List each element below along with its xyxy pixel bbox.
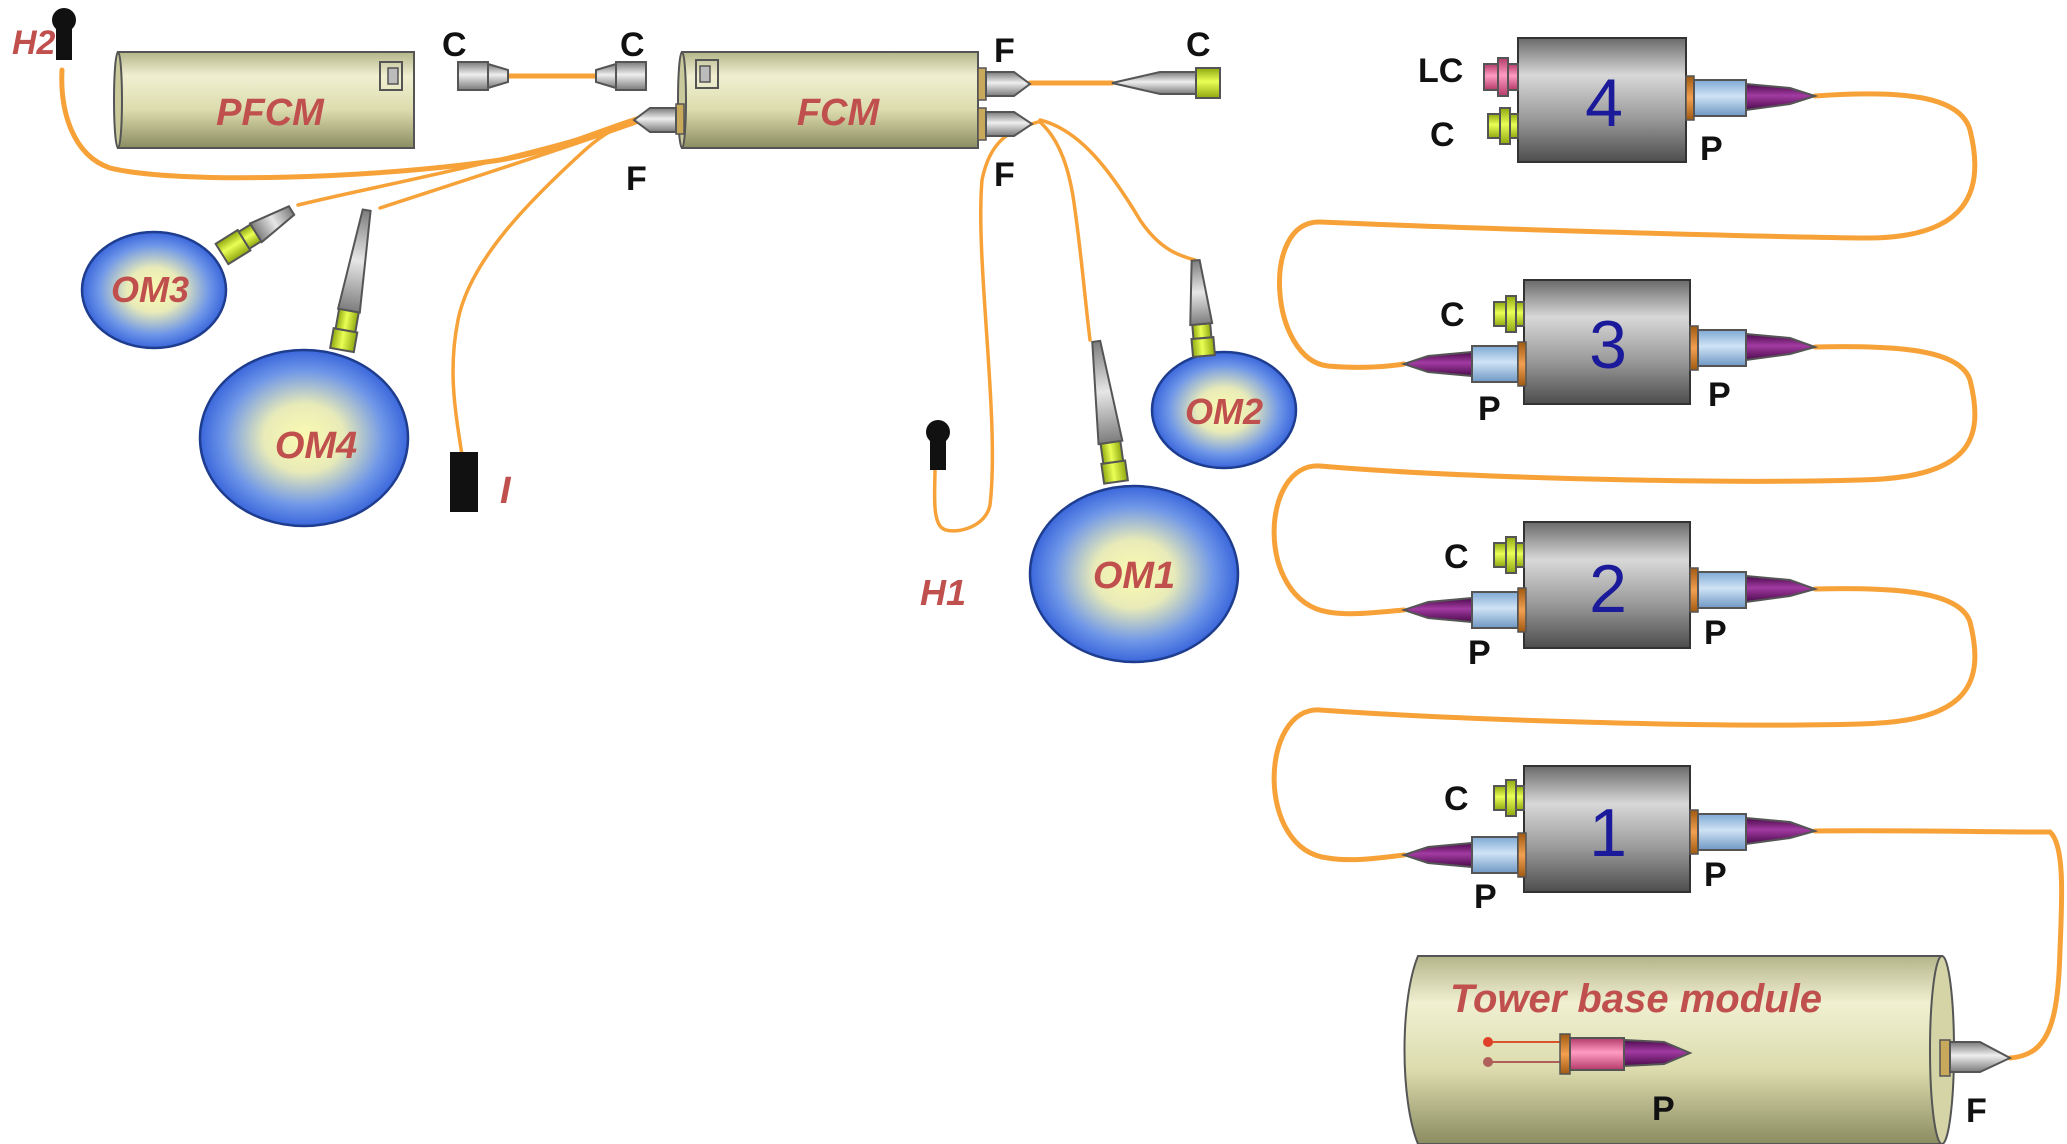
fcm-left-f-connector[interactable] xyxy=(632,107,677,133)
patch-c-connector-left[interactable] xyxy=(457,61,509,91)
unit-1-number: 1 xyxy=(1589,795,1627,871)
unit-3-number: 3 xyxy=(1589,307,1627,383)
tower-base-internal-wires xyxy=(1483,1037,1566,1067)
label-p-unit4-right: P xyxy=(1700,130,1723,168)
unit-3-c-connector[interactable] xyxy=(1493,295,1525,333)
unit-2-c-connector[interactable] xyxy=(1493,536,1525,574)
label-c-fcm-right: C xyxy=(1186,26,1211,64)
hydrophone-h1[interactable] xyxy=(926,420,950,470)
label-i: I xyxy=(500,470,512,512)
unit-1-p-connector-left[interactable] xyxy=(1400,832,1527,878)
unit-4-lc-connector[interactable] xyxy=(1483,57,1519,97)
tower-base-f-connector[interactable] xyxy=(1939,1039,2013,1077)
unit-4[interactable]: 4 xyxy=(1517,37,1687,163)
fcm-label: FCM xyxy=(797,92,881,134)
unit-4-c-connector[interactable] xyxy=(1487,107,1519,145)
om3-connector[interactable] xyxy=(214,200,298,266)
om4-label: OM4 xyxy=(275,425,357,467)
optical-module-om4[interactable]: OM4 xyxy=(198,348,410,528)
hydrophone-h2[interactable] xyxy=(52,8,76,60)
pfcm-label: PFCM xyxy=(216,92,325,134)
unit-2[interactable]: 2 xyxy=(1523,521,1691,649)
fcm-right-c-connector[interactable] xyxy=(1111,67,1221,99)
tower-base-p-connector[interactable] xyxy=(1559,1033,1693,1075)
optical-module-om3[interactable]: OM3 xyxy=(80,230,228,350)
fcm-right-f-connector-bottom[interactable] xyxy=(985,111,1034,137)
instrument-i[interactable] xyxy=(450,452,478,512)
om4-connector[interactable] xyxy=(329,208,378,354)
optical-module-om2[interactable]: OM2 xyxy=(1150,350,1298,470)
label-f-tower-base: F xyxy=(1966,1092,1987,1130)
om2-label: OM2 xyxy=(1185,391,1263,432)
label-lc-unit4: LC xyxy=(1418,52,1463,90)
label-p-unit2-left: P xyxy=(1468,634,1491,672)
unit-2-p-connector-right[interactable] xyxy=(1689,567,1819,613)
unit-1-c-connector[interactable] xyxy=(1493,779,1525,817)
unit-3[interactable]: 3 xyxy=(1523,279,1691,405)
label-p-unit3-right: P xyxy=(1708,376,1731,414)
unit-2-p-connector-left[interactable] xyxy=(1400,587,1527,633)
label-f-fcm-right-top: F xyxy=(994,32,1015,70)
label-p-unit1-left: P xyxy=(1474,878,1497,916)
unit-4-number: 4 xyxy=(1585,65,1623,141)
label-c-patch-left: C xyxy=(442,26,467,64)
fcm-module[interactable]: FCM xyxy=(675,51,987,149)
tower-base-label: Tower base module xyxy=(1450,977,1822,1021)
unit-3-p-connector-right[interactable] xyxy=(1689,325,1819,371)
fcm-right-f-connector-top[interactable] xyxy=(985,71,1032,97)
label-c-unit4: C xyxy=(1430,116,1455,154)
label-c-unit1: C xyxy=(1444,780,1469,818)
om1-connector[interactable] xyxy=(1084,339,1130,485)
label-c-unit3: C xyxy=(1440,296,1465,334)
om1-label: OM1 xyxy=(1093,555,1175,597)
om2-connector[interactable] xyxy=(1185,258,1217,359)
label-h1: H1 xyxy=(920,572,966,613)
label-f-fcm-right-bottom: F xyxy=(994,156,1015,194)
label-c-unit2: C xyxy=(1444,538,1469,576)
label-c-patch-right: C xyxy=(620,26,645,64)
patch-c-connector-right[interactable] xyxy=(595,61,647,91)
unit-2-number: 2 xyxy=(1589,551,1627,627)
unit-3-p-connector-left[interactable] xyxy=(1400,341,1527,387)
label-p-unit3-left: P xyxy=(1478,390,1501,428)
unit-1[interactable]: 1 xyxy=(1523,765,1691,893)
label-f-fcm-left: F xyxy=(626,160,647,198)
unit-1-p-connector-right[interactable] xyxy=(1689,809,1819,855)
label-p-unit2-right: P xyxy=(1704,614,1727,652)
unit-4-p-connector-right[interactable] xyxy=(1685,75,1819,121)
label-p-tower-base: P xyxy=(1652,1090,1675,1128)
label-p-unit1-right: P xyxy=(1704,856,1727,894)
om3-label: OM3 xyxy=(111,269,189,310)
pfcm-module[interactable]: PFCM xyxy=(113,51,415,149)
label-h2: H2 xyxy=(12,24,56,62)
optical-module-om1[interactable]: OM1 xyxy=(1028,484,1240,664)
